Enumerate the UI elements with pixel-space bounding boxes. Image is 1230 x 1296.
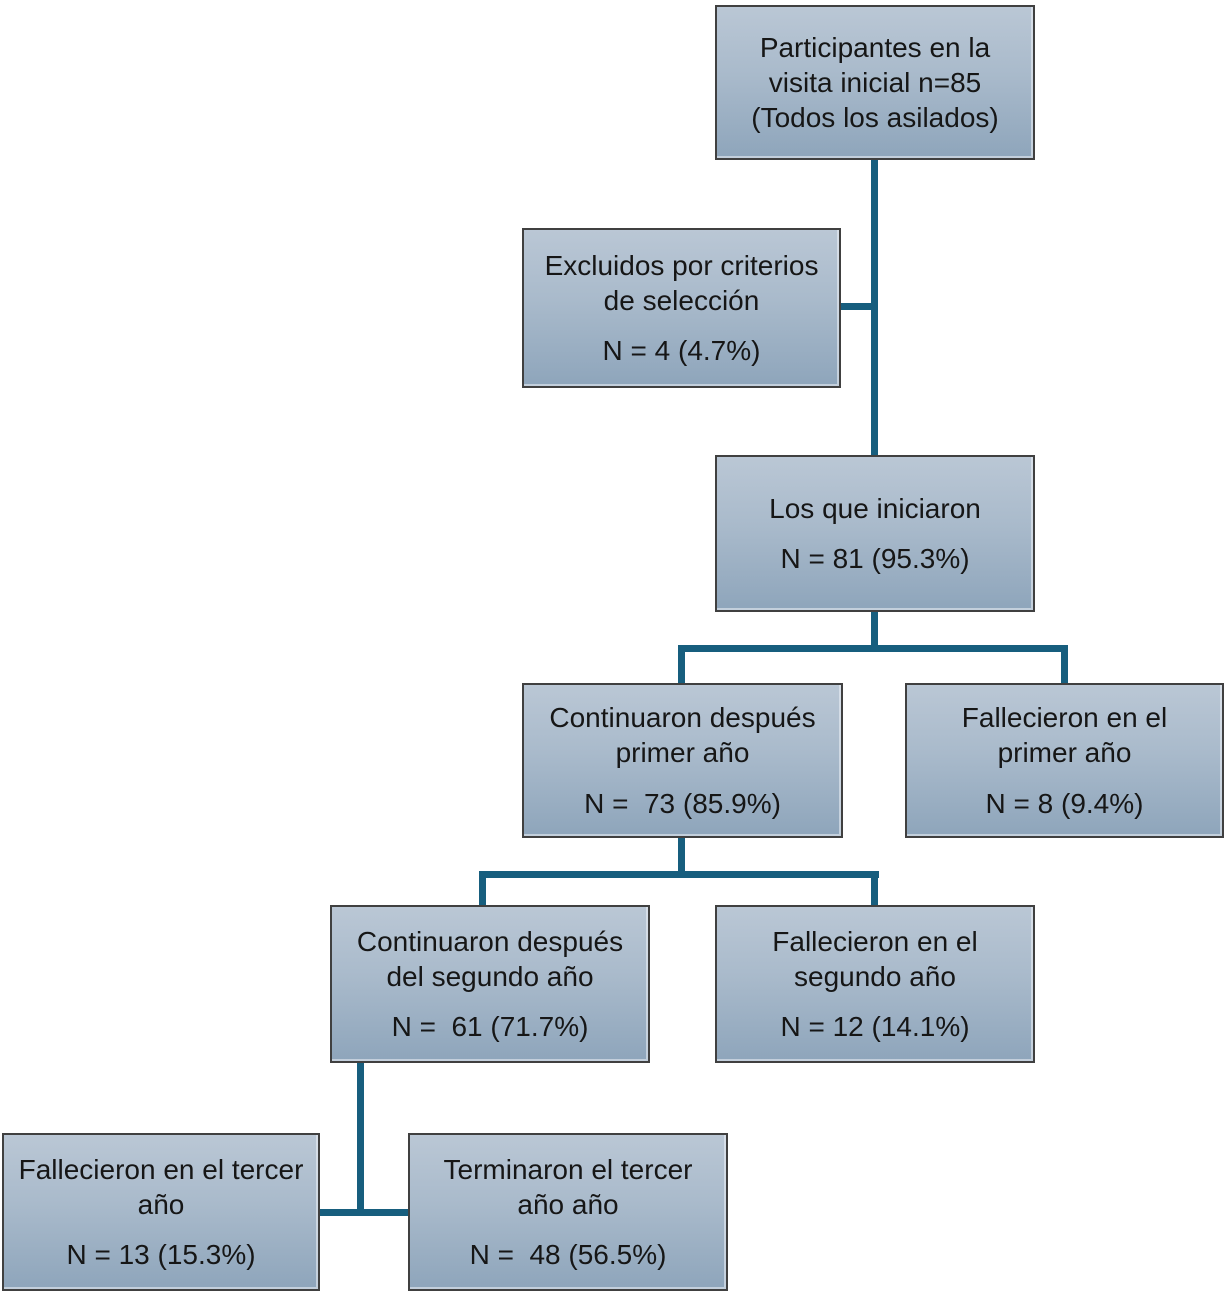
box-continued-after-year1-n: N = 73 (85.9%): [584, 787, 781, 819]
box-died-year3: Fallecieron en el tercer año N = 13 (15.…: [2, 1133, 320, 1291]
connector-excluded-branch: [839, 303, 878, 310]
connector-year3-hbar: [318, 1209, 411, 1216]
connector-year2-right-drop: [871, 871, 878, 908]
box-died-year2: Fallecieron en el segundo año N = 12 (14…: [715, 905, 1035, 1063]
box-continued-after-year1-label: Continuaron después primer año: [549, 702, 816, 769]
box-started-n: N = 81 (95.3%): [780, 543, 970, 574]
box-died-year1-label: Fallecieron en el primer año: [961, 702, 1168, 769]
box-died-year1: Fallecieron en el primer año N = 8 (9.4%…: [905, 683, 1224, 838]
box-continued-after-year1: Continuaron después primer año N = 73 (8…: [522, 683, 843, 838]
connector-continued2-drop: [357, 1060, 364, 1212]
connector-year2-left-drop: [479, 871, 486, 908]
box-started: Los que iniciaron N = 81 (95.3%): [715, 455, 1035, 612]
box-finished-year3-label: Terminaron el tercer año año: [443, 1153, 693, 1220]
box-continued-after-year2: Continuaron después del segundo año N = …: [330, 905, 650, 1063]
box-died-year3-n: N = 13 (15.3%): [66, 1239, 256, 1271]
box-finished-year3: Terminaron el tercer año año N = 48 (56.…: [408, 1133, 728, 1291]
box-initial-participants-label: Participantes en la visita inicial n=85 …: [751, 31, 999, 134]
connector-year1-tbar: [678, 645, 1068, 652]
box-died-year3-label: Fallecieron en el tercer año: [18, 1153, 304, 1220]
box-excluded: Excluidos por criterios de selección N =…: [522, 228, 841, 388]
box-finished-year3-n: N = 48 (56.5%): [469, 1239, 667, 1271]
connector-started-stub: [871, 610, 878, 652]
connector-continued1-stub: [678, 835, 685, 875]
box-continued-after-year2-n: N = 61 (71.7%): [391, 1011, 589, 1043]
box-initial-participants: Participantes en la visita inicial n=85 …: [715, 5, 1035, 160]
connector-year2-tbar: [479, 871, 879, 878]
box-continued-after-year2-label: Continuaron después del segundo año: [356, 925, 624, 992]
connector-year1-left-drop: [678, 645, 685, 685]
box-died-year2-n: N = 12 (14.1%): [780, 1011, 970, 1043]
box-died-year1-n: N = 8 (9.4%): [985, 787, 1144, 819]
box-started-label: Los que iniciaron: [769, 492, 981, 524]
box-excluded-label: Excluidos por criterios de selección: [544, 249, 819, 316]
connector-year1-right-drop: [1061, 645, 1068, 685]
box-died-year2-label: Fallecieron en el segundo año: [772, 925, 978, 992]
box-excluded-n: N = 4 (4.7%): [602, 335, 761, 367]
